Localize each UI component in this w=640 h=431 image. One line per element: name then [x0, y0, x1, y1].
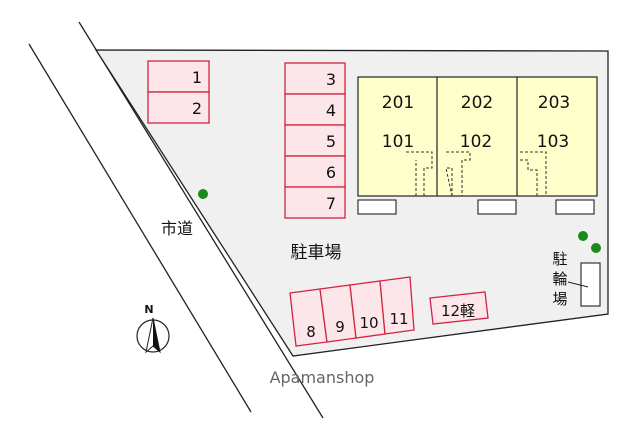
bicycle-parking: 駐 輪 場	[552, 250, 601, 308]
parking-lot-label: 駐車場	[291, 243, 342, 263]
parking-group-bottom-row: 8 9 10 11	[289, 276, 415, 347]
bicycle-parking-label-char: 場	[552, 290, 567, 308]
unit-number-202: 202	[461, 93, 493, 113]
bicycle-parking-label-char: 駐	[552, 250, 567, 268]
north-label: N	[144, 303, 153, 316]
apartment-building: 201 202 203 101 102 103	[357, 76, 598, 215]
tree-icon	[578, 231, 588, 241]
parking-group-kei: 12軽	[429, 291, 489, 325]
outdoor-unit	[555, 199, 595, 215]
bicycle-parking-leader	[567, 281, 589, 288]
unit-number-201: 201	[382, 93, 414, 113]
parking-space-12	[429, 291, 489, 325]
tree-icon	[198, 189, 208, 199]
bicycle-parking-label-char: 輪	[552, 270, 567, 288]
stair-outline	[520, 151, 547, 196]
road-label: 市道	[161, 219, 193, 238]
parking-space-7	[284, 186, 346, 219]
north-arrow-icon: N	[136, 303, 170, 354]
tree-icon	[591, 243, 601, 253]
parking-space-6	[284, 155, 346, 188]
road-edge-right	[78, 21, 324, 419]
parking-space-label: 6	[326, 163, 336, 182]
parking-group-top-left: 1 2	[147, 60, 210, 124]
stair-outline	[445, 151, 471, 197]
parking-space-label: 4	[326, 101, 336, 120]
parking-space-label: 7	[326, 194, 336, 213]
road-edge-left	[28, 43, 252, 413]
road	[28, 21, 324, 419]
parking-space-4	[284, 93, 346, 126]
parking-space-3	[284, 62, 346, 95]
parking-space-5	[284, 124, 346, 157]
unit-number-101: 101	[382, 132, 414, 152]
stair-outline	[406, 151, 433, 196]
building-outline	[357, 76, 598, 197]
parking-space-1	[147, 60, 210, 93]
parking-space-label: 5	[326, 132, 336, 151]
unit-number-203: 203	[538, 93, 570, 113]
parking-space-label: 12軽	[441, 302, 475, 320]
outdoor-unit	[357, 199, 397, 215]
parking-space-label: 2	[192, 99, 202, 118]
parking-space-11	[379, 276, 415, 335]
parking-space-label: 10	[359, 314, 378, 332]
parking-space-label: 1	[192, 68, 202, 87]
parking-group-column: 3 4 5 6 7	[284, 62, 346, 219]
bicycle-parking-area	[580, 262, 601, 307]
parking-space-label: 9	[335, 318, 345, 336]
unit-number-102: 102	[460, 132, 492, 152]
parking-space-label: 8	[306, 323, 316, 341]
outdoor-unit	[477, 199, 517, 215]
watermark: Apamanshop	[270, 368, 375, 387]
parking-space-label: 11	[389, 310, 408, 328]
unit-number-103: 103	[537, 132, 569, 152]
parking-space-label: 3	[326, 70, 336, 89]
parking-space-2	[147, 91, 210, 124]
compass-needle-fill	[153, 318, 160, 352]
